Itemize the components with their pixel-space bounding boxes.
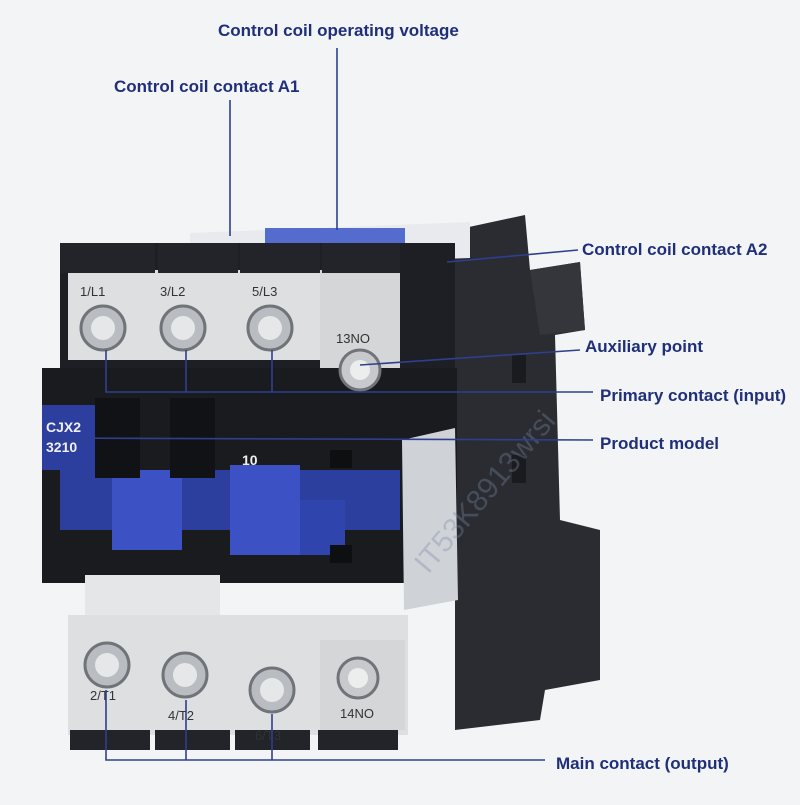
callout-main-output: Main contact (output) [556,754,729,773]
model-text-line2: 3210 [46,439,77,455]
leader-auxiliary [359,349,581,366]
terminal-label-bottom-1: 2/T1 [90,688,116,703]
slider-right [230,465,300,555]
slider-left [112,470,182,550]
terminal-label-top-1: 1/L1 [80,284,105,299]
bottom-terminal-screws [83,641,380,714]
leader-product-model [43,437,594,441]
terminal-label-top-2: 3/L2 [160,284,185,299]
terminal-label-bottom-3: 6/T3 [255,728,281,743]
terminal-label-top-aux: 13NO [336,331,370,346]
callout-coil-a2: Control coil contact A2 [582,240,768,259]
terminal-label-bottom-aux: 14NO [340,706,374,721]
top-terminal-screws [79,304,382,392]
callout-coil-voltage: Control coil operating voltage [218,21,459,40]
callout-product-model: Product model [600,434,720,453]
callout-coil-a1: Control coil contact A1 [114,77,300,96]
terminal-label-top-3: 5/L3 [252,284,277,299]
model-text-line1: CJX2 [46,419,81,435]
leader-coil-a2 [446,249,579,263]
callout-auxiliary: Auxiliary point [585,337,704,356]
side-label-sticker [402,428,458,610]
terminal-label-bottom-2: 4/T2 [168,708,194,723]
callout-primary-input: Primary contact (input) [600,386,787,405]
leader-main-output [105,690,545,761]
leader-primary-input [105,350,593,393]
aux-code-text: 10 [242,452,258,468]
contactor-side-body [455,215,600,730]
leader-lines [43,48,594,761]
